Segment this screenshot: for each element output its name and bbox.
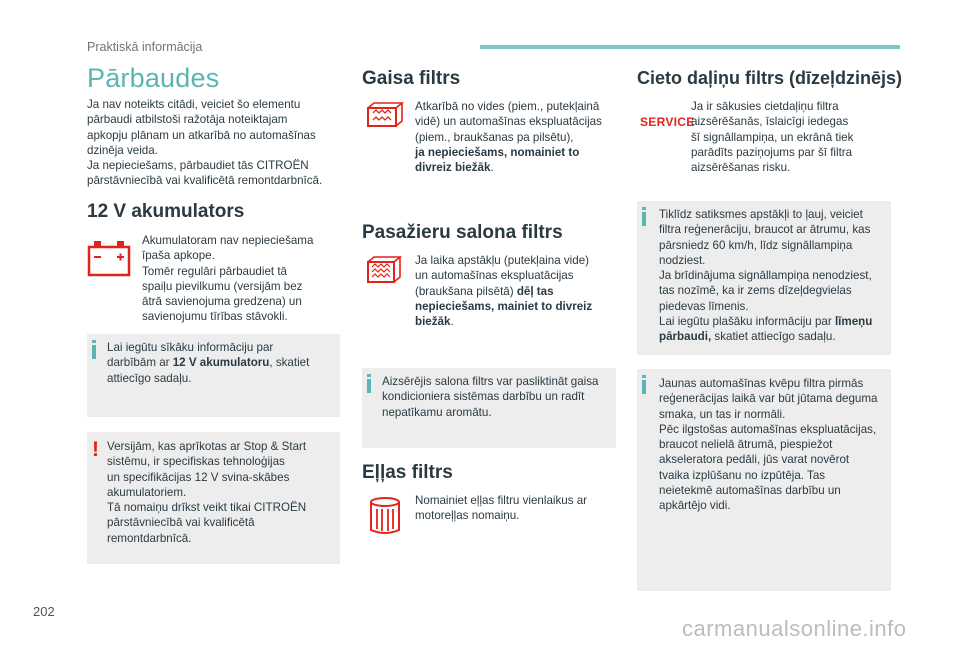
watermark: carmanualsonline.info [682, 616, 907, 641]
battery-heading: 12 V akumulators [87, 201, 245, 222]
section-header: Praktiskā informācija [87, 40, 203, 54]
dpf-info-box: Tiklīdz satiksmes apstākļi to ļauj, veic… [637, 201, 891, 355]
battery-warning-box: ! Versijām, kas aprīkotas ar Stop & Star… [87, 432, 340, 564]
page-title: Pārbaudes [87, 63, 220, 93]
intro-text: Ja nav noteikts citādi, veiciet šo eleme… [87, 98, 323, 188]
cabin-filter-text: Ja laika apstākļu (putekļaina vide)un au… [415, 254, 593, 329]
dpf-heading: Cieto daļiņu filtrs (dīzeļdzinējs) [637, 68, 903, 88]
cabin-filter-heading: Pasažieru salona filtrs [362, 222, 563, 243]
cabin-info-box: Aizsērējis salona filtrs var pasliktināt… [362, 368, 616, 448]
info-icon [92, 340, 98, 359]
page-number: 202 [33, 604, 55, 619]
oil-filter-heading: Eļļas filtrs [362, 462, 453, 483]
info-icon [367, 374, 373, 393]
oil-filter-icon [368, 496, 402, 541]
warning-icon: ! [92, 438, 99, 461]
battery-icon [87, 237, 131, 284]
air-filter-icon [364, 102, 405, 135]
info-icon [642, 207, 648, 226]
air-filter-heading: Gaisa filtrs [362, 68, 461, 89]
info-icon [642, 375, 648, 394]
battery-info-box: Lai iegūtu sīkāku informāciju par darbīb… [87, 334, 340, 417]
header-rule [480, 45, 900, 49]
cabin-filter-icon [364, 256, 404, 291]
service-warning-icon: SERVICE [640, 115, 695, 129]
